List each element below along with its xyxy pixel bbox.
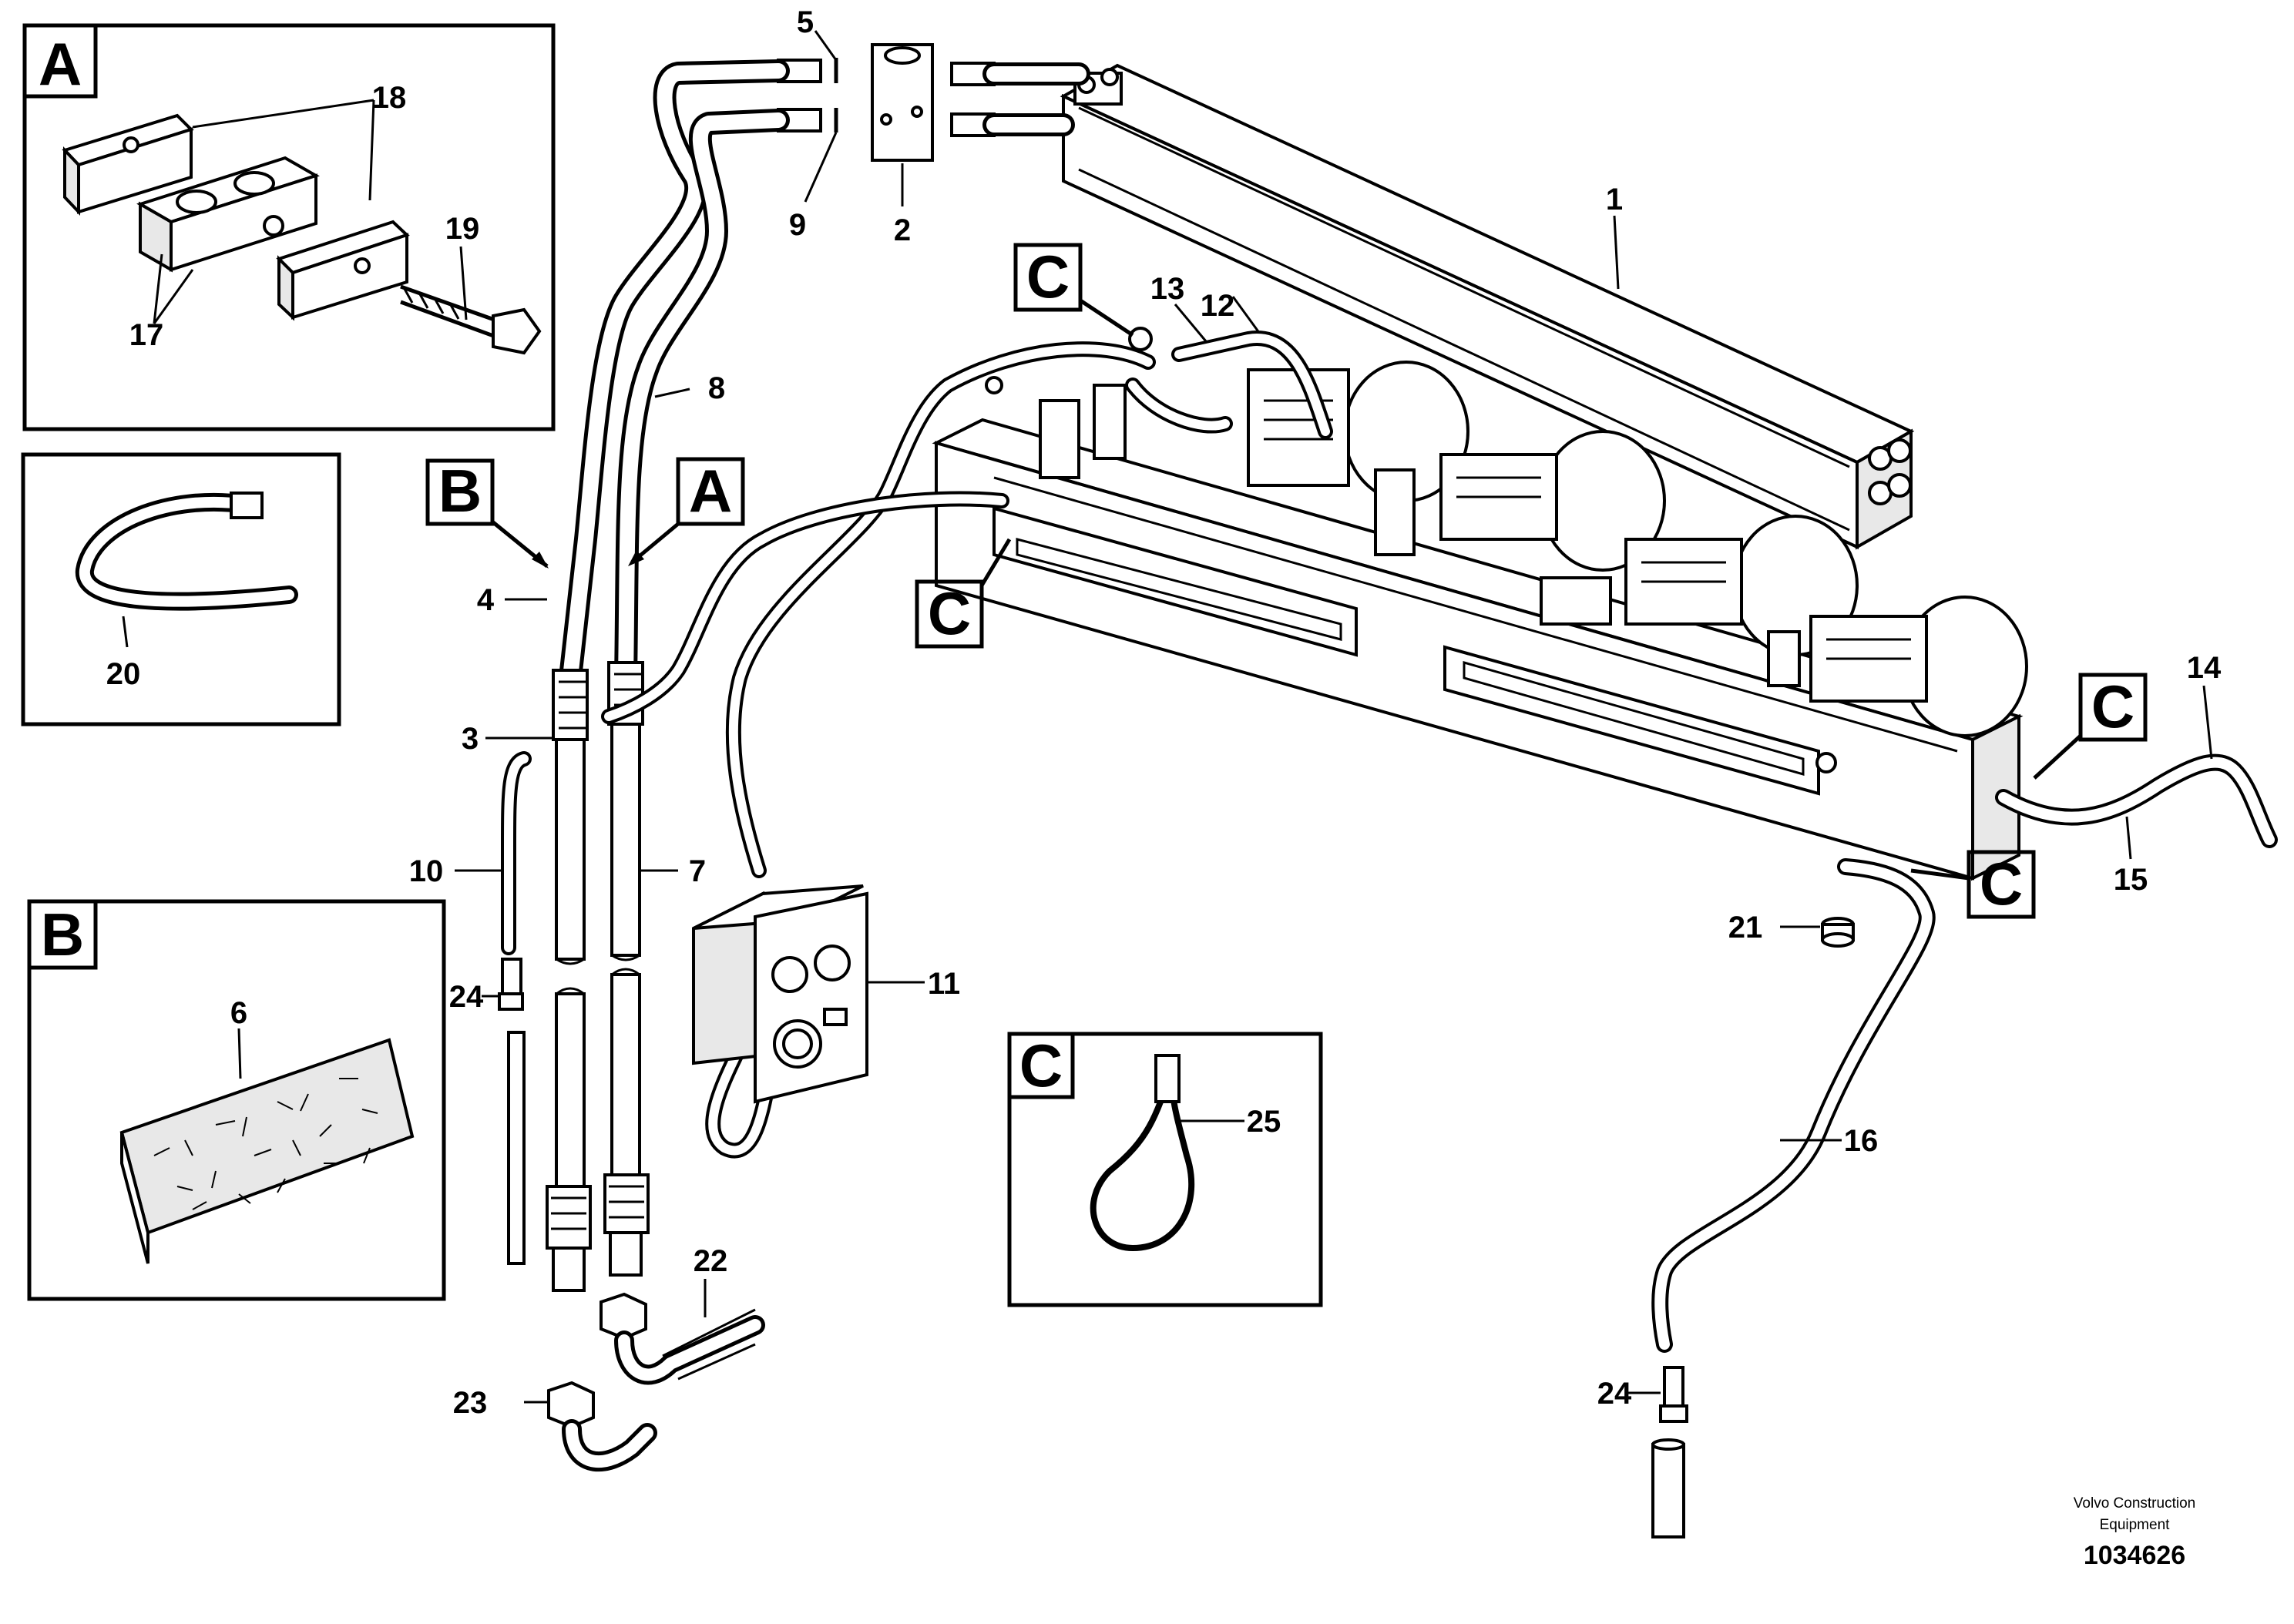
callout-24b: 24 [1597,1377,1632,1411]
callout-24a: 24 [449,980,484,1014]
svg-text:C: C [928,579,971,647]
callout-1: 1 [1606,183,1623,216]
blower-housing [932,296,2028,881]
leader-8 [654,388,690,398]
evaporator-coils [1868,438,1912,505]
callout-22: 22 [694,1244,728,1278]
svg-text:C: C [2091,673,2134,740]
callout-14: 14 [2187,651,2222,685]
callout-3: 3 [462,722,479,756]
document-number: 1034626 [2084,1541,2185,1570]
detail-box-a: A [22,23,556,431]
publisher-credit: Volvo Construction Equipment 1034626 [2074,1495,2195,1570]
drain-pipe-right [1995,685,2278,860]
detail-a-letter: A [39,30,82,98]
evaporator-unit [1060,63,1915,550]
svg-text:C: C [1026,243,1070,310]
callout-18: 18 [372,81,407,115]
callout-23: 23 [453,1386,488,1420]
thermostat-capillary [1125,331,1333,439]
detail-c-letter: C [1019,1032,1063,1099]
leader-19 [459,246,468,320]
ref-box-c2: C [915,538,1012,649]
callout-16: 16 [1844,1124,1879,1158]
callout-4: 4 [477,583,495,617]
insulation-strip [119,1038,415,1264]
svg-text:C: C [1980,850,2023,918]
callout-6: 6 [230,996,247,1030]
control-panel [692,884,925,1104]
credit-line2: Equipment [2100,1517,2171,1533]
callout-20: 20 [106,657,141,691]
ref-box-c1: C [1013,243,1134,337]
wiring-harness [601,341,1156,1159]
drain-tube-left [482,751,532,1265]
expansion-valve [871,43,934,206]
leader-17 [153,253,194,324]
callout-25: 25 [1247,1105,1281,1139]
leader-6 [237,1028,242,1079]
leader-14 [2202,685,2213,760]
callout-21: 21 [1728,911,1763,945]
callout-9: 9 [789,208,806,242]
callout-12: 12 [1201,289,1235,323]
callout-8: 8 [708,371,725,405]
callout-19: 19 [445,212,480,246]
leader-20 [122,616,129,648]
callout-17: 17 [129,318,164,352]
leader-9 [804,132,838,203]
callout-13: 13 [1150,272,1185,306]
leader-1 [1613,215,1620,290]
callout-5: 5 [797,5,814,39]
callout-7: 7 [689,854,706,888]
bolt [400,284,542,355]
leader-5 [814,30,838,61]
credit-line1: Volvo Construction [2074,1495,2195,1512]
callout-2: 2 [894,213,911,247]
detail-box-c: C [1007,1032,1323,1307]
leader-15 [2125,816,2132,860]
clamp-plate-bottom [276,220,410,321]
ref-box-b: B [425,457,549,569]
svg-text:B: B [438,457,482,525]
pipe-clip [1090,1054,1195,1252]
callout-labels: 1 2 3 4 5 6 7 8 9 10 11 12 13 14 15 16 1… [106,5,2222,1420]
leader-18 [192,99,375,201]
refrigerant-hoses [455,59,1090,1472]
detail-b-letter: B [41,901,84,968]
clamp-block [136,156,320,273]
cable-tie-head [230,492,264,519]
ref-box-c3: C [2033,673,2148,780]
detail-box-cable-tie [21,452,341,726]
svg-text:A: A [689,457,732,525]
clamp-plate-top [62,113,194,216]
ref-box-a: A [628,457,745,566]
detail-box-b: B [27,899,446,1301]
callout-11: 11 [928,967,960,1001]
grommet [1780,917,1855,948]
ref-box-c4: C [1910,850,2036,919]
callout-10: 10 [409,854,444,888]
callout-15: 15 [2114,863,2148,897]
drain-pipe-long [1627,858,1936,1538]
